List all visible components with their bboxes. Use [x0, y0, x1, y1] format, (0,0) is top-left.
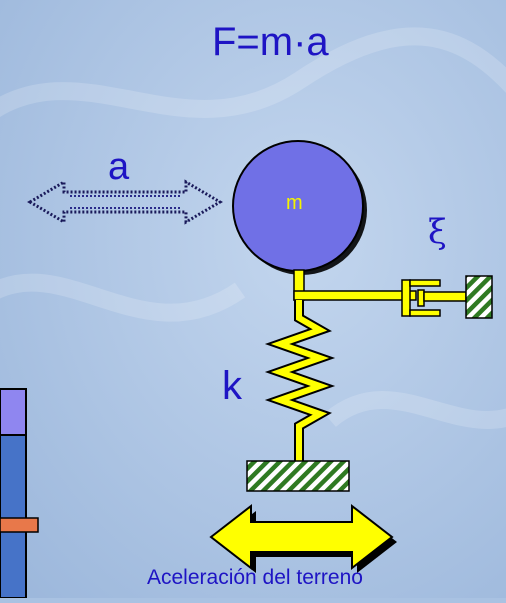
hatched-ground-icon	[246, 460, 350, 492]
stiffness-label: k	[222, 364, 242, 408]
dotted-double-arrow-icon	[27, 179, 223, 225]
wall-hatched-icon	[465, 275, 493, 319]
double-arrow-icon	[209, 503, 397, 573]
ground-acceleration-caption: Aceleración del terreno	[147, 566, 363, 589]
formula-title: F=m·a	[212, 20, 329, 64]
mass	[232, 140, 367, 275]
mass-label: m	[286, 192, 303, 214]
damping-label: ξ	[428, 212, 447, 252]
background-swirls	[0, 27, 506, 429]
column-structure	[0, 388, 39, 599]
dashpot-icon	[401, 279, 467, 317]
acceleration-label: a	[108, 146, 130, 188]
zigzag-spring-icon	[264, 300, 336, 462]
